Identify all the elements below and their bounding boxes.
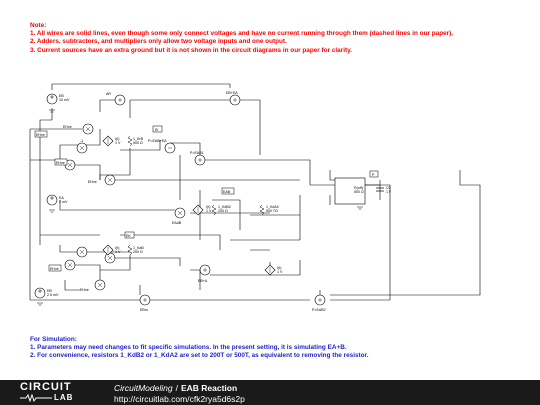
label-i-kr: I(t) — [115, 137, 119, 141]
label-cap: C0 — [386, 186, 391, 190]
label-r-kdb2-value: 200 Ω — [218, 209, 228, 213]
resistor-kdb2[interactable] — [211, 204, 217, 216]
label-r-kr-value: 500 Ω — [133, 141, 143, 145]
label-eb-plus-a: EB+A — [198, 279, 208, 283]
label-i-ka2: I(t) — [277, 266, 281, 270]
label-r-kr: 1_KrB — [133, 137, 144, 141]
note-line: 2. Adders, subtractors, and multipliers … — [30, 38, 287, 46]
label-r-kdb2: 1_KdB2 — [218, 205, 231, 209]
label-ea: EA — [59, 196, 64, 200]
label-box-ek — [124, 231, 135, 239]
label-i-ka: I(t) — [115, 246, 119, 250]
label-ar: AR — [106, 92, 111, 96]
logo-wave-icon — [20, 394, 52, 402]
circuit-schematic[interactable]: EB 10 mV AR EB+EA EHve EHve EI I(t) 1 V … — [0, 78, 540, 328]
simulation-line: 2. For convenience, resistors 1_KdB2 or … — [30, 352, 369, 360]
logo-circuit-text: CIRCUIT — [20, 381, 72, 393]
resistor-kr[interactable] — [127, 135, 133, 147]
label-box-p — [369, 170, 379, 178]
label-r-ka-value: 200 Ω — [133, 250, 143, 254]
footer-user-link[interactable]: CircuitModeling — [114, 383, 173, 393]
label-r-kda2-value: 500 TΩ — [266, 209, 278, 213]
label-r-kda2: 1_KdA2 — [266, 205, 279, 209]
output-block[interactable] — [334, 177, 366, 205]
label-p-eab-ea: P=EAB+EA — [148, 139, 167, 143]
label-box-ei — [152, 125, 163, 133]
label-ei: EI — [155, 128, 158, 132]
label-box-eab-text: EAB — [223, 190, 231, 194]
label-i-ka-value: 1 V — [115, 250, 121, 254]
footer-bar: CIRCUIT LAB CircuitModeling/EAB Reaction… — [0, 380, 540, 405]
footer-url-link[interactable]: http://circuitlab.com/cfk2rya5d6s2p — [114, 394, 245, 404]
label-ehve4: EHve — [80, 288, 89, 292]
label-r-out: R(off) — [354, 186, 363, 190]
footer-circuit-name[interactable]: EAB Reaction — [180, 383, 238, 393]
label-eb2: EB — [47, 289, 52, 293]
circuitlab-logo[interactable]: CIRCUIT LAB — [20, 382, 94, 403]
label-box-ehve2 — [54, 158, 68, 166]
label-ehve: EHve — [63, 125, 72, 129]
label-box-eab — [221, 187, 235, 195]
label-minus: -1 — [80, 139, 83, 143]
note-line: 3. Current sources have an extra ground … — [30, 46, 352, 54]
label-i-kr-value: 1 V — [115, 141, 121, 145]
note-line: 1. All wires are solid lines, even thoug… — [30, 30, 454, 38]
label-cap-value: 1 F — [386, 190, 392, 194]
label-i-ka2-value: 1 V — [277, 270, 283, 274]
label-eb-plus-ea: EB+EA — [226, 91, 238, 95]
logo-lab-text: LAB — [54, 393, 74, 402]
label-i-kd: I(t) — [206, 205, 210, 209]
label-eam: EBm — [140, 308, 148, 312]
label-r-ka: 1_KaB — [133, 246, 144, 250]
label-box-p-text: P — [372, 173, 375, 177]
simulation-block: For Simulation: 1. Parameters may need c… — [30, 336, 530, 361]
label-r-out-value: 500 Ω — [354, 190, 364, 194]
resistor-ka[interactable] — [127, 244, 133, 256]
label-box-ehve2-text: EHve — [56, 161, 65, 165]
label-ek: EK — [126, 234, 131, 238]
capacitor-c0[interactable] — [376, 187, 384, 192]
label-peab2: P=EAB2 — [312, 308, 326, 312]
label-box-ehve — [34, 130, 48, 138]
label-eb2-value: 2.5 mV — [47, 293, 59, 297]
label-ea-b: EAdB — [172, 221, 182, 225]
label-eb: EB — [59, 94, 64, 98]
notes-title: Note: — [30, 22, 47, 29]
label-box-ehve3 — [48, 264, 62, 272]
footer-separator: / — [175, 383, 178, 393]
label-p-eab1: P=EAB1 — [190, 151, 204, 155]
label-ehve-mult: EHve — [88, 180, 97, 184]
notes-block: Note: 1. All wires are solid lines, even… — [30, 22, 530, 55]
label-box-ehve-text: EHve — [36, 133, 45, 137]
label-eb-value: 10 mV — [59, 98, 70, 102]
label-i-kd-value: 1 V — [206, 209, 212, 213]
simulation-line: 1. Parameters may need changes to fit sp… — [30, 344, 347, 352]
simulation-title: For Simulation: — [30, 336, 77, 343]
label-ea-value: 2 mV — [59, 200, 68, 204]
footer-title: CircuitModeling/EAB Reaction — [114, 383, 237, 393]
resistor-kda2[interactable] — [259, 204, 265, 216]
label-box-ehve3-text: EHve — [50, 267, 59, 271]
